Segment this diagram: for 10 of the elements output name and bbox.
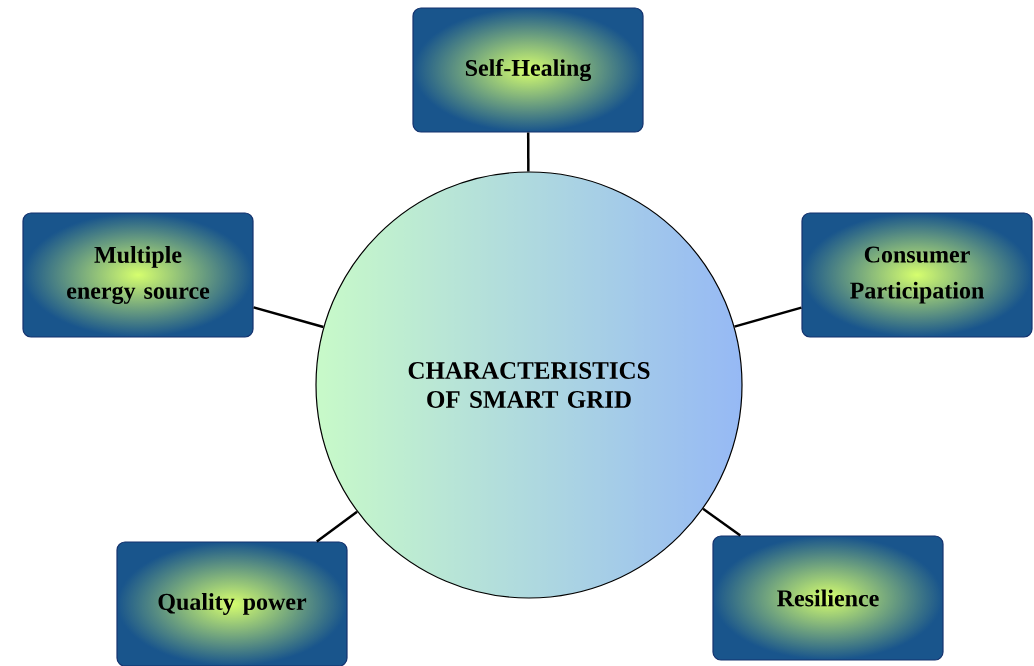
connector-line — [526, 132, 530, 172]
characteristic-box: Self-Healing — [412, 7, 644, 133]
connector-line — [734, 306, 802, 328]
characteristic-box: Resilience — [712, 535, 944, 661]
connector-line — [253, 306, 324, 329]
characteristic-box: Multiple energy source — [22, 212, 254, 338]
connector-line — [702, 507, 742, 537]
characteristic-box: Quality power — [116, 541, 348, 666]
characteristic-box: Consumer Participation — [801, 212, 1033, 338]
connector-line — [316, 510, 358, 543]
